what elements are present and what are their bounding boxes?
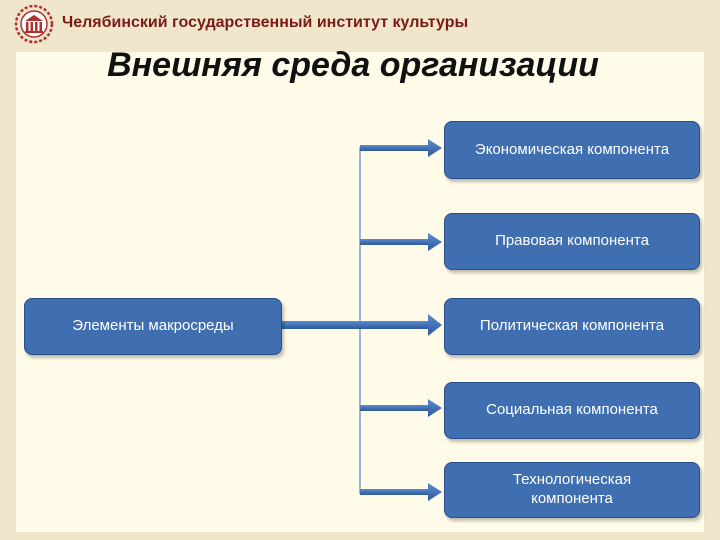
component-box-social: Социальная компонента [444,382,700,439]
institute-emblem-icon [14,4,54,44]
component-box-political: Политическая компонента [444,298,700,355]
slide-title: Внешняя среда организации [107,46,599,84]
arrow-to-economic [360,139,442,157]
header-bar: Челябинский государственный институт кул… [0,0,720,52]
source-box-macro-elements: Элементы макросреды [24,298,282,355]
institute-name: Челябинский государственный институт кул… [62,14,469,31]
arrow-to-technological [360,483,442,501]
arrow-to-political [280,314,442,336]
arrow-to-social [360,399,442,417]
arrow-to-legal [360,233,442,251]
component-box-technological: Технологическая компонента [444,462,700,518]
component-box-economic: Экономическая компонента [444,121,700,179]
component-box-legal: Правовая компонента [444,213,700,270]
